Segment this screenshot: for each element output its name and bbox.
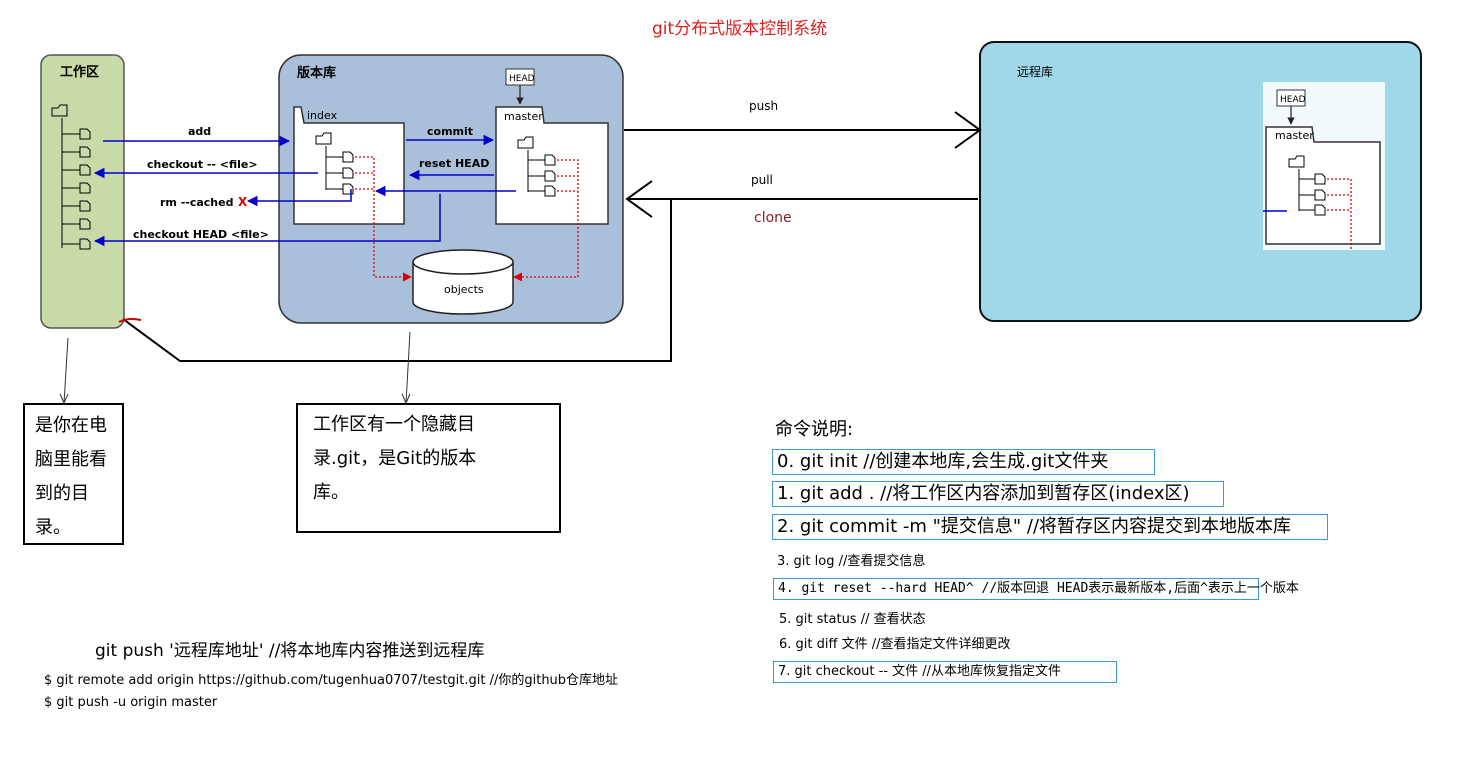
command-2: 2. git commit -m "提交信息" //将暂存区内容提交到本地版本库 — [772, 514, 1328, 540]
command-7: 7. git checkout -- 文件 //从本地库恢复指定文件 — [773, 661, 1117, 683]
push-label: push — [749, 99, 778, 113]
workspace-note: 是你在电 脑里能看 到的目 录。 — [23, 403, 124, 545]
workspace-arrow-head — [118, 317, 142, 323]
add-label: add — [188, 125, 211, 138]
workspace-index-arrows — [93, 134, 516, 247]
command-4: 4. git reset --hard HEAD^ //版本回退 HEAD表示最… — [773, 578, 1299, 600]
workspace-file-tree — [51, 104, 91, 250]
objects-store — [412, 249, 514, 315]
repository-label: 版本库 — [297, 65, 336, 81]
command-6: 6. git diff 文件 //查看指定文件详细更改 — [779, 637, 1011, 652]
push-pull-arrows — [122, 111, 982, 362]
index-file-tree — [315, 132, 354, 195]
checkout-head-arrow — [93, 194, 441, 247]
push-note-remote-add: $ git remote add origin https://github.c… — [44, 673, 619, 688]
repository-note: 工作区有一个隐藏目 录.git，是Git的版本 库。 — [296, 403, 561, 533]
command-0: 0. git init //创建本地库,会生成.git文件夹 — [772, 449, 1155, 475]
pull-to-workspace-line — [122, 199, 672, 362]
remote-file-tree — [1288, 155, 1326, 216]
objects-links — [355, 156, 579, 282]
command-3: 3. git log //查看提交信息 — [777, 554, 926, 569]
annotation-pointers — [59, 331, 411, 405]
checkout-file-label: checkout -- <file> — [147, 158, 258, 171]
remote-objects-links — [1327, 178, 1352, 249]
remote-head-label: HEAD — [1280, 95, 1306, 105]
diagram-title: git分布式版本控制系统 — [652, 19, 828, 39]
rm-cached-arrow — [246, 189, 352, 207]
master-label: master — [504, 110, 543, 123]
head-pointer-label: HEAD — [509, 74, 535, 84]
rm-cached-label: rm --cached — [160, 196, 233, 209]
workspace-panel — [40, 54, 125, 329]
reset-head-label: reset HEAD — [419, 157, 489, 170]
remote-master-label: master — [1275, 129, 1314, 142]
index-box — [293, 106, 405, 225]
workspace-label: 工作区 — [60, 64, 99, 80]
master-file-tree — [517, 136, 556, 197]
remote-label: 远程库 — [1017, 64, 1053, 79]
command-1: 1. git add . //将工作区内容添加到暂存区(index区) — [772, 481, 1224, 507]
pull-label: pull — [751, 173, 773, 187]
commands-heading: 命令说明: — [775, 419, 854, 440]
index-label: index — [307, 109, 338, 122]
remote-master-box — [1265, 126, 1381, 245]
commit-label: commit — [427, 125, 473, 138]
command-5: 5. git status // 查看状态 — [779, 612, 926, 627]
rm-cached-mark: X — [238, 195, 248, 209]
push-note-title: git push '远程库地址' //将本地库内容推送到远程库 — [95, 641, 485, 661]
clone-label: clone — [754, 210, 792, 226]
checkout-head-label: checkout HEAD <file> — [133, 228, 269, 241]
objects-label: objects — [444, 283, 484, 296]
push-note-push: $ git push -u origin master — [44, 695, 218, 710]
